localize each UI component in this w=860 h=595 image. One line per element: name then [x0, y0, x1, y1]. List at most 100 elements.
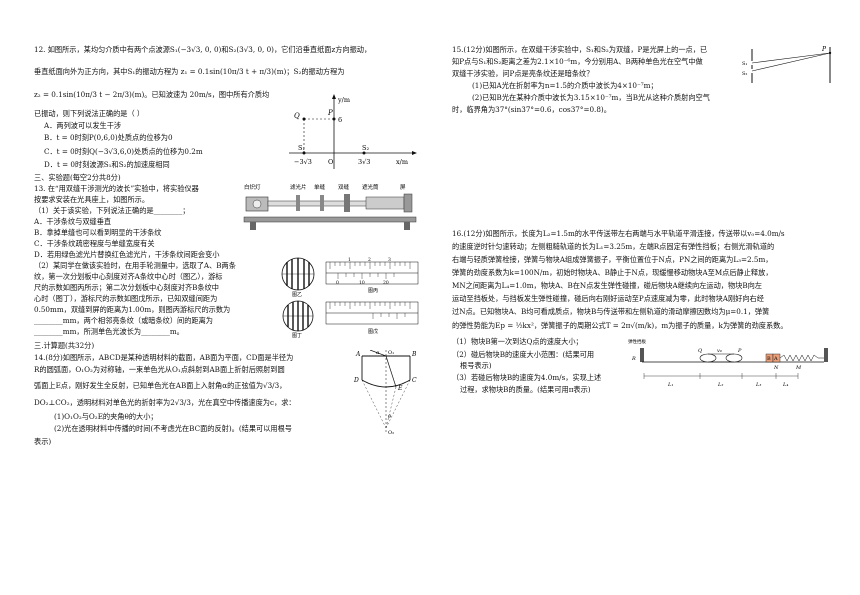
q14-line7: 表示): [34, 437, 52, 446]
q12-option-c: C．t = 0时刻Q(−3√3,6,0)处质点的位移为0.2m: [44, 147, 203, 156]
q13-line13: ________mm，两个相邻亮条纹（或暗条纹）间的距离为: [34, 316, 213, 325]
q16-label-m: M: [795, 365, 802, 371]
q16-sub3: （3）若碰后物块B的速度为4.0m/s，实现上述: [452, 373, 602, 382]
q12-stem-line1: 12. 如图所示，某均匀介质中有两个点波源S₁(−3√3, 0, 0)和S₂(3…: [34, 45, 372, 54]
apparatus-filter-label: 滤光片: [290, 183, 307, 191]
q16-line2: 的速度逆时针匀速转动；左侧粗糙轨道的长为L₁=3.25m，左端R点固定有弹性挡板…: [452, 242, 775, 251]
apparatus-lamp-label: 白炽灯: [244, 183, 261, 191]
vernier-bing: 1 2 3 0 10 20: [325, 257, 419, 286]
q16-conveyor-figure: 弹性挡板 v₀ B A R Q P N M L₁ L₂ L₃ L₄: [628, 338, 828, 388]
q15-sub2: (2)已知B光在某种介质中波长为3.15×10⁻⁷m，当B光从这种介质射向空气: [472, 93, 710, 102]
q15-sub1: (1)已知A光在折射率为n=1.5的介质中波长为4×10⁻⁷m；: [472, 81, 658, 90]
q14-label-c: C: [412, 377, 417, 384]
q13-line8: （2）某同学在做该实验时，在用手轮测量中，选取了A、B两条: [34, 261, 236, 270]
vernier-wu: [325, 301, 419, 325]
q16-line8: 的弹性势能为Ep = ½kx²，弹簧振子的周期公式T = 2π√(m/k)，m为…: [452, 321, 788, 330]
q13-apparatus-figure: 白炽灯 滤光片 单缝 双缝 遮光筒 屏: [243, 183, 417, 230]
q12-option-d: D．t = 0时刻波源S₁和S₂的加速度相同: [44, 160, 170, 169]
apparatus-double-slit-label: 双缝: [338, 183, 350, 191]
q12-point-p: P: [327, 109, 333, 117]
q16-line6: 运动至挡板处，与挡板发生弹性碰撞，碰后向右刚好运动至P点速度减为零，此时物块A刚…: [452, 294, 764, 303]
q13-option-a: A．干涉条纹与双缝垂直: [34, 217, 112, 226]
fringe-pattern-yi: [281, 257, 315, 291]
q16-v0-label: v₀: [717, 348, 722, 354]
q16-label-r: R: [631, 356, 636, 362]
q12-neg-label: −3√3: [294, 158, 312, 166]
q13-line10: 尺的示数如图丙所示；第二次分划板中心刻度对齐B条纹中: [34, 283, 219, 292]
q16-line5: MN之间距离为L₄=1.0m，物块A、B在N点发生弹性碰撞，碰后物块A继续向左运…: [452, 281, 762, 290]
q12-origin-label: O: [328, 158, 333, 166]
q14-label-b: B: [411, 351, 417, 358]
section-experiment-heading: 三、实验题(每空2分共8分): [34, 173, 121, 182]
q12-y-axis-label: y/m: [337, 96, 350, 104]
q13-line11: 心时（图丁），游标尺的示数如图戊所示，已知双缝间距为: [34, 294, 218, 303]
q15-line2: 知P点与S₁和S₂距离之差为2.1×10⁻⁶m，今分别用A、B两种单色光在空气中…: [452, 57, 703, 66]
q14-label-d: D: [353, 377, 359, 384]
apparatus-screen-label: 屏: [400, 184, 406, 191]
q16-line3: 右端与轻质弹簧栓接，弹簧与物块A组成弹簧振子，平衡位置位于N点，PN之间的距离为…: [452, 255, 773, 264]
q16-label-q: Q: [698, 348, 702, 354]
q13-line3: （1）关于该实验，下列说法正确的是________；: [34, 206, 190, 215]
bing-scale-1: 1: [348, 257, 351, 263]
q14-line4: DO₂⊥CO₂，透明材料对单色光的折射率为2√3/3，光在真空中传播速度为c，求…: [34, 398, 296, 407]
q15-line6: 时，临界角为37°(sin37°=0.6，cos37°=0.8)。: [452, 105, 611, 114]
q14-sub1: (1)O₁O₂与O₂E的夹角θ的大小；: [54, 412, 158, 421]
q15-line3: 双缝干涉实验，问P点是亮条纹还是暗条纹？: [452, 69, 594, 78]
q13-measurement-figure: 图乙 1 2 3 0 10 20 图丙: [281, 257, 419, 338]
q16-line7: 过N点。已知物块A、B均可看成质点，物块B与传送带和左侧轨道的滑动摩擦因数均为μ…: [452, 307, 770, 316]
q15-line1: 15.(12分)如图所示，在双缝干涉实验中，S₁和S₂为双缝，P是光屏上的一点，…: [452, 45, 708, 54]
q12-option-a: A．两列波可以发生干涉: [44, 121, 122, 130]
q12-s1-label: S₁: [298, 144, 305, 152]
apparatus-tube-label: 遮光筒: [362, 183, 379, 191]
q14-figure: A B C D E O₁ O₂ α θ: [353, 350, 417, 436]
q15-label-s1: S₁: [742, 61, 747, 67]
q12-pos-label: 3√3: [358, 158, 370, 166]
q14-label-o2: O₂: [388, 430, 394, 436]
q13-line14: ________mm，所测单色光波长为________m。: [34, 327, 184, 336]
q13-line1: 13. 在“用双缝干涉测光的波长”实验中，将实验仪器: [34, 184, 199, 193]
q16-label-l1: L₁: [667, 382, 673, 388]
q13-line12: 0.50mm，双缝到屏的距离为1.00m，则图丙游标尺的示数为: [34, 305, 231, 314]
q16-block-b: B: [767, 356, 771, 362]
q16-label-n: N: [773, 365, 779, 371]
q12-s2-label: S₂: [362, 144, 369, 152]
bing-scale-3: 3: [388, 257, 391, 263]
q12-stem-line4: 已振动，则下列说法正确的是（ ）: [34, 109, 145, 118]
q14-sub2: (2)光在透明材料中传播的时间(不考虑光在BC面的反射)。(结果可以用根号: [54, 424, 292, 433]
bing-scale-2: 2: [368, 257, 371, 263]
q16-sub3-cont: 过程，求物块B的质量。(结果可用π表示): [460, 385, 591, 394]
q13-line9: 纹，第一次分划板中心刻度对齐A条纹中心时（图乙），游标: [34, 272, 223, 281]
q16-label-l4: L₄: [782, 382, 788, 388]
caption-wu: 图戊: [368, 328, 378, 335]
caption-bing: 图丙: [368, 288, 378, 294]
q13-option-b: B．拿掉单缝也可以看到明显的干涉条纹: [34, 228, 162, 237]
q15-label-s2: S₂: [742, 71, 747, 77]
q13-option-c: C．干涉条纹疏密程度与单缝宽度有关: [34, 239, 155, 248]
bing-scale-0: 0: [336, 280, 339, 286]
bing-scale-20: 20: [383, 280, 389, 286]
q16-label-l2: L₂: [717, 382, 723, 388]
q16-label-p: P: [737, 348, 742, 354]
q13-line2: 按要求安装在光具座上，如图所示。: [34, 195, 150, 204]
q15-label-p: P: [821, 46, 827, 53]
caption-ding: 图丁: [292, 333, 302, 338]
q16-wall-label: 弹性挡板: [628, 338, 646, 345]
fringe-pattern-ding: [282, 300, 314, 332]
q14-label-e: E: [397, 385, 403, 392]
q12-point-q: Q: [294, 112, 300, 120]
q16-sub2: （2）碰后物块B的速度大小范围：(结果可用: [452, 350, 595, 359]
q12-six-label: 6: [338, 116, 342, 124]
q12-x-axis-label: x/m: [396, 158, 408, 166]
q14-line1: 14.(8分)如图所示，ABCD是某种透明材料的截面，AB面为平面，CD面是半径…: [34, 353, 294, 362]
q16-sub1: （1）物块B第一次到达Q点的速度大小；: [452, 337, 583, 346]
bing-scale-10: 10: [359, 280, 365, 286]
q14-label-theta: θ: [388, 414, 391, 420]
q12-option-b: B．t = 0时刻P(0,6,0)处质点的位移为0: [44, 133, 173, 142]
q12-stem-line3: z₂ = 0.1sin(10π/3 t − 2π/3)(m)。已知波速为 20m…: [34, 90, 270, 99]
q16-line4: 弹簧的劲度系数为k=100N/m，初始时物块A、B静止于N点，现缓慢移动物块A至…: [452, 268, 773, 277]
q14-label-alpha: α: [376, 350, 380, 356]
caption-yi: 图乙: [292, 291, 302, 298]
section-calc-heading: 三.计算题(共32分): [34, 341, 95, 350]
q16-sub2-cont: 根号表示): [460, 361, 492, 370]
q16-line1: 16.(12分)如图所示，长度为L₂=1.5m的水平传送带左右两端与水平轨道平滑…: [452, 229, 785, 238]
